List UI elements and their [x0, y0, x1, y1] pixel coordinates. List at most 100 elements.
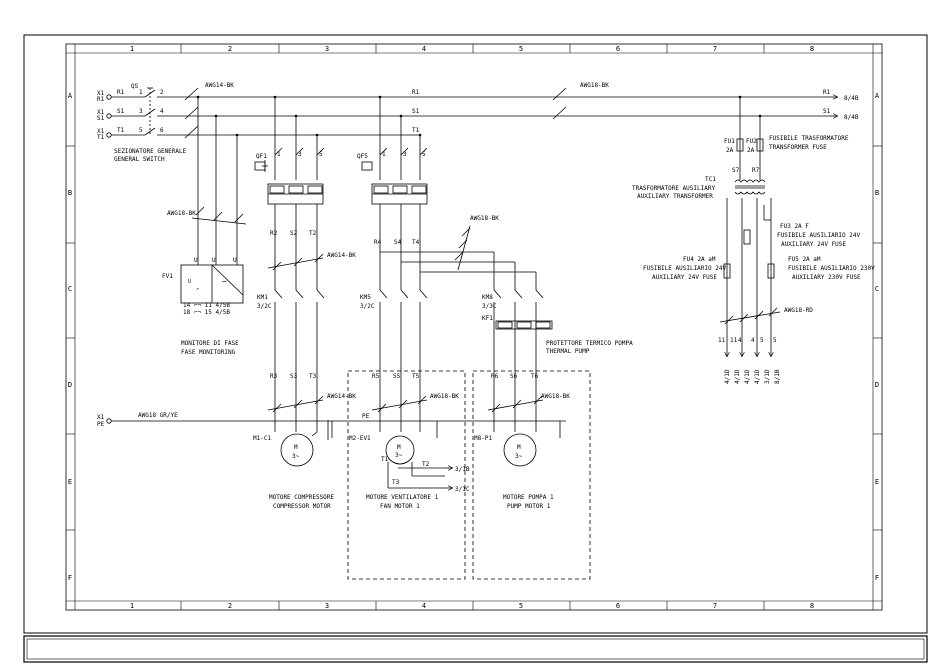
fuse-rating: 2A	[747, 147, 755, 154]
bus-label: PE	[362, 413, 370, 420]
wire-number: 5	[760, 337, 764, 344]
motor-caption-it: MOTORE VENTILATORE 1	[366, 494, 439, 501]
wire-label: R6	[491, 373, 499, 380]
column-label: 8	[810, 45, 814, 53]
fuse-caption: AUXILIARY 230V FUSE	[792, 274, 861, 281]
terminal-label: S1	[97, 115, 105, 122]
wire-label: R5	[372, 373, 380, 380]
wire-label: R3	[270, 373, 278, 380]
transformer-caption-it: TRASFORMATORE AUSILIARY	[632, 185, 715, 192]
branch1-wiring	[254, 97, 329, 467]
switch-tag: QS	[131, 83, 139, 90]
contactor-ref: 3/2C	[360, 303, 375, 310]
wire-spec: AWG18-BK	[430, 393, 459, 400]
motor-phase: 3~	[515, 453, 523, 460]
pin-label: 6	[160, 127, 164, 134]
switch-caption-en: GENERAL SWITCH	[114, 156, 165, 163]
terminal-label: R1	[97, 96, 105, 103]
wire-spec: AWG18-BK	[167, 210, 196, 217]
relay-caption-it: PROTETTORE TERMICO POMPA	[546, 340, 633, 347]
fuse-caption-it: FUSIBILE TRASFORMATORE	[769, 135, 849, 142]
column-label: 1	[130, 602, 134, 610]
wire-label: T4	[412, 239, 420, 246]
column-label: 4	[422, 45, 426, 53]
fuse-tag: FU1	[724, 138, 735, 145]
column-label: 3	[325, 602, 329, 610]
pin-label: 1	[277, 151, 281, 158]
column-label: 4	[422, 602, 426, 610]
column-label: 2	[228, 45, 232, 53]
bus-out-label: S1	[823, 108, 831, 115]
wire-label: S3	[290, 373, 298, 380]
aux-wiring	[719, 97, 781, 356]
column-label: 6	[616, 602, 620, 610]
wire-number: 11	[730, 337, 738, 344]
pin-label: 3	[298, 151, 302, 158]
switch-caption-it: SEZIONATORE GENERALE	[114, 148, 187, 155]
wire-label: T3	[309, 373, 317, 380]
monitor-caption-en: FASE MONITORING	[181, 349, 236, 356]
row-label: F	[68, 574, 72, 582]
svg-text:U: U	[188, 279, 191, 285]
breaker-tag: QF5	[357, 153, 368, 160]
pin-label: 2	[160, 89, 164, 96]
row-label: F	[875, 574, 879, 582]
row-label: C	[875, 285, 879, 293]
bus-label: R1	[412, 89, 420, 96]
device-tag: FV1	[162, 273, 173, 280]
pin-label: 3	[403, 151, 407, 158]
wire-spec: AWG18-BK	[580, 82, 609, 89]
wire-label: T5	[412, 373, 420, 380]
column-label: 7	[713, 45, 717, 53]
motor-symbol: M	[294, 444, 298, 451]
phase-label: R1	[117, 89, 125, 96]
row-label: E	[875, 478, 879, 486]
column-label: 5	[519, 45, 523, 53]
column-label: 1	[130, 45, 134, 53]
wire-label: S5	[393, 373, 401, 380]
column-label: 5	[519, 602, 523, 610]
column-label: 8	[810, 602, 814, 610]
motor-tag: M2-EV1	[349, 435, 371, 442]
bus-out-ref: 8/4B	[844, 95, 859, 102]
output-ref: 4/1D	[724, 369, 731, 384]
wire-spec: AWG18-BK	[470, 215, 499, 222]
fuse-caption: FU4 2A aM	[683, 256, 716, 263]
pin-label: 5	[139, 127, 143, 134]
pin-label: U	[212, 257, 216, 264]
row-label: B	[875, 189, 879, 197]
contactor-ref: 3/2C	[257, 303, 272, 310]
fase-monitor-symbol: U ~ ↗	[188, 277, 227, 292]
grid-ticks	[66, 44, 882, 610]
column-label: 6	[616, 45, 620, 53]
incoming-terminals	[106, 87, 837, 139]
monitor-caption-it: MONITORE DI FASE	[181, 340, 239, 347]
wire-label: R4	[374, 239, 382, 246]
terminal-label: PE	[97, 421, 105, 428]
thermo-ref: 3/1C	[455, 486, 470, 493]
fuse-caption: FUSIBILE AUSILIARIO 24V	[777, 232, 860, 239]
wire-label: S2	[290, 230, 298, 237]
column-label: 3	[325, 45, 329, 53]
drawing-frame	[23, 34, 928, 663]
pin-label: U	[194, 257, 198, 264]
phase-label: S1	[117, 108, 125, 115]
row-label: B	[68, 189, 72, 197]
motor-phase: 3~	[292, 453, 300, 460]
relay-tag: KF1	[482, 315, 493, 322]
aux-output-refs: 4/1D 4/1D 4/1D 4/1D 3/1D 8/1B	[724, 369, 781, 384]
row-label: A	[68, 92, 73, 100]
svg-text:↗: ↗	[196, 286, 199, 292]
motor-tag: M8-P1	[474, 435, 492, 442]
wire-label: T6	[531, 373, 539, 380]
contactor-ref: 3/3C	[482, 303, 497, 310]
wire-number: 4	[751, 337, 755, 344]
fuse-caption: FUSIBILE AUSILIARIO 230V	[788, 265, 875, 272]
row-label: C	[68, 285, 72, 293]
wire-label: R7	[752, 167, 760, 174]
fuse-tag: FU2	[746, 138, 757, 145]
fuse-caption: FU5 2A aM	[788, 256, 821, 263]
terminal-label: X1	[97, 109, 105, 116]
row-label: E	[68, 478, 72, 486]
